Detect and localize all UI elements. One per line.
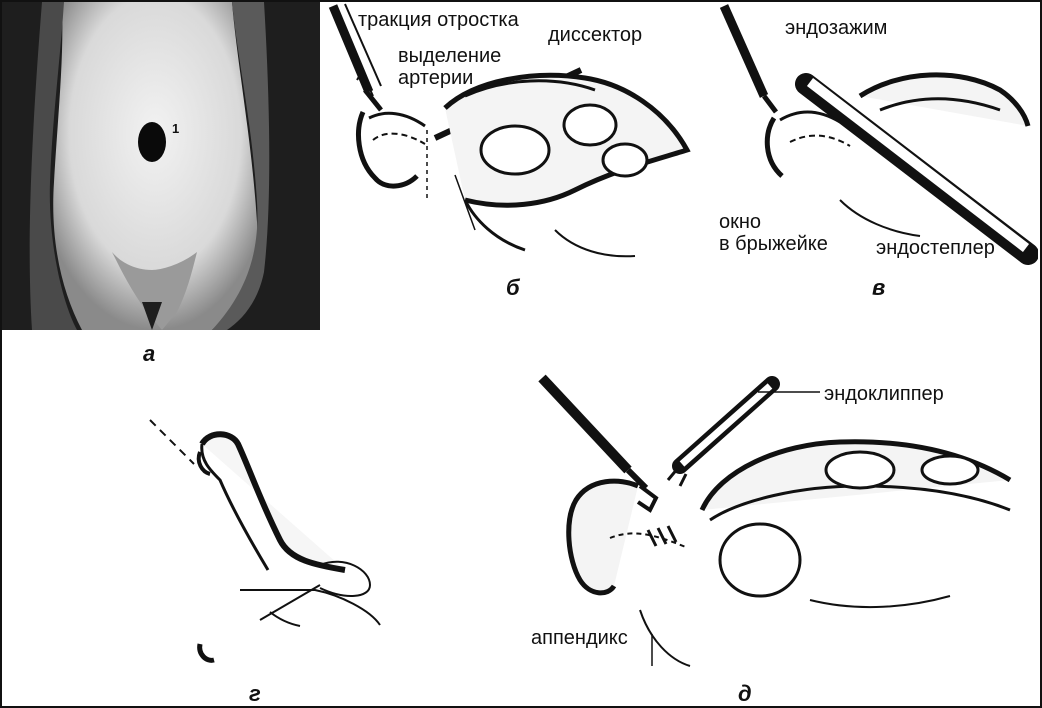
panel-c-letter: в [872,277,885,299]
abdomen-photo [2,2,320,330]
grasper-shaft [542,378,628,470]
panel-a-letter: а [143,343,155,365]
label-isolation-line1: выделение [398,46,501,66]
label-traction: тракция отростка [358,10,519,30]
clips [648,526,676,546]
label-window-line1: окно [719,212,761,232]
panel-d-letter: г [249,683,261,705]
label-endo-stapler: эндостеплер [876,238,995,258]
panel-b-illustration [325,0,705,280]
label-window-line2: в брыжейке [719,234,828,254]
dashed-line [150,420,194,464]
panel-a-photo: 1 [2,2,320,330]
label-appendix: аппендикс [531,628,628,648]
marker-1: 1 [172,122,179,135]
endo-clamp-shaft [724,6,764,96]
label-endo-clamp: эндозажим [785,18,887,38]
label-isolation-line2: артерии [398,68,473,88]
panel-e-letter: д [738,683,752,705]
panel-d-illustration [140,400,410,670]
panel-b-letter: б [506,277,520,299]
label-dissector: диссектор [548,25,642,45]
label-endo-clipper: эндоклиппер [824,384,944,404]
navel [138,122,166,162]
panel-e-illustration [520,370,1035,670]
